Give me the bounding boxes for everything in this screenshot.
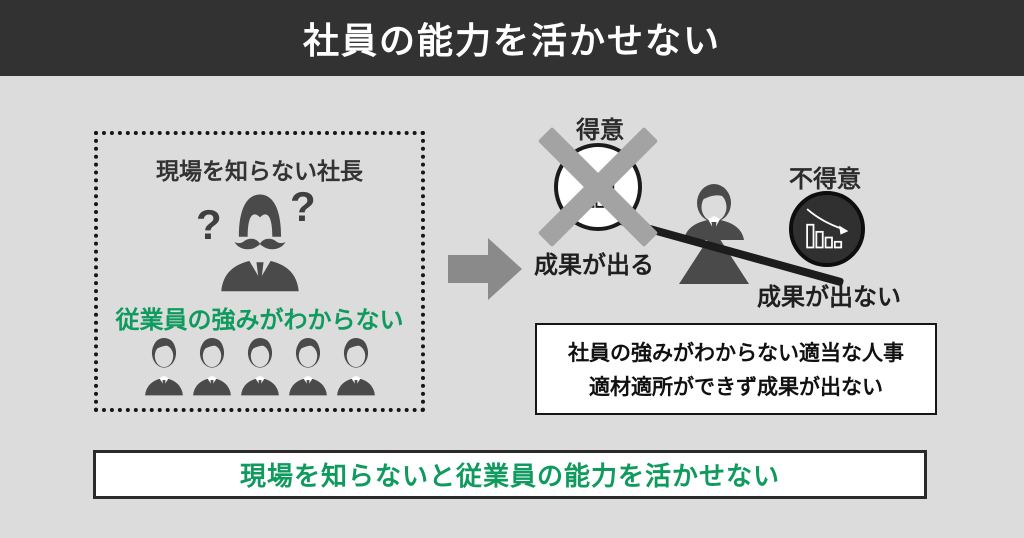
seesaw-left-caption: 成果が出る bbox=[534, 252, 654, 279]
rising-chart-badge bbox=[554, 143, 642, 231]
right-arrow-icon bbox=[448, 238, 522, 300]
question-mark-icon: ? bbox=[196, 201, 222, 248]
info-box-line2: 適材適所ができず成果が出ない bbox=[589, 376, 883, 399]
declining-chart-icon bbox=[806, 208, 849, 249]
seesaw-right-caption: 成果が出ない bbox=[757, 284, 901, 311]
seesaw-right-label: 不得意 bbox=[789, 166, 861, 193]
page-title: 社員の能力を活かせない bbox=[302, 20, 721, 61]
employee-row bbox=[98, 336, 421, 396]
president-panel: 現場を知らない社長 ? ? 従業員の強みがわからない bbox=[94, 131, 425, 412]
header-bar: 社員の能力を活かせない bbox=[0, 0, 1024, 76]
president-icon bbox=[221, 194, 299, 292]
employee-icon bbox=[144, 338, 183, 396]
info-box-line1: 社員の強みがわからない適当な人事 bbox=[568, 342, 904, 365]
info-box: 社員の強みがわからない適当な人事 適材適所ができず成果が出ない bbox=[535, 323, 937, 415]
employee-icon bbox=[288, 338, 327, 396]
president-panel-caption: 従業員の強みがわからない bbox=[115, 307, 404, 334]
declining-chart-badge bbox=[789, 191, 865, 267]
seesaw-left-label: 得意 bbox=[576, 117, 624, 144]
footer-banner: 現場を知らないと従業員の能力を活かせない bbox=[93, 450, 927, 499]
footer-message: 現場を知らないと従業員の能力を活かせない bbox=[239, 461, 780, 491]
balance-person-icon bbox=[679, 184, 749, 284]
employee-icon bbox=[240, 338, 279, 396]
employee-icon bbox=[336, 338, 375, 396]
rising-chart-icon bbox=[574, 163, 621, 208]
question-mark-icon: ? bbox=[290, 183, 316, 230]
employee-icon bbox=[192, 338, 231, 396]
president-panel-title: 現場を知らない社長 bbox=[156, 158, 363, 184]
